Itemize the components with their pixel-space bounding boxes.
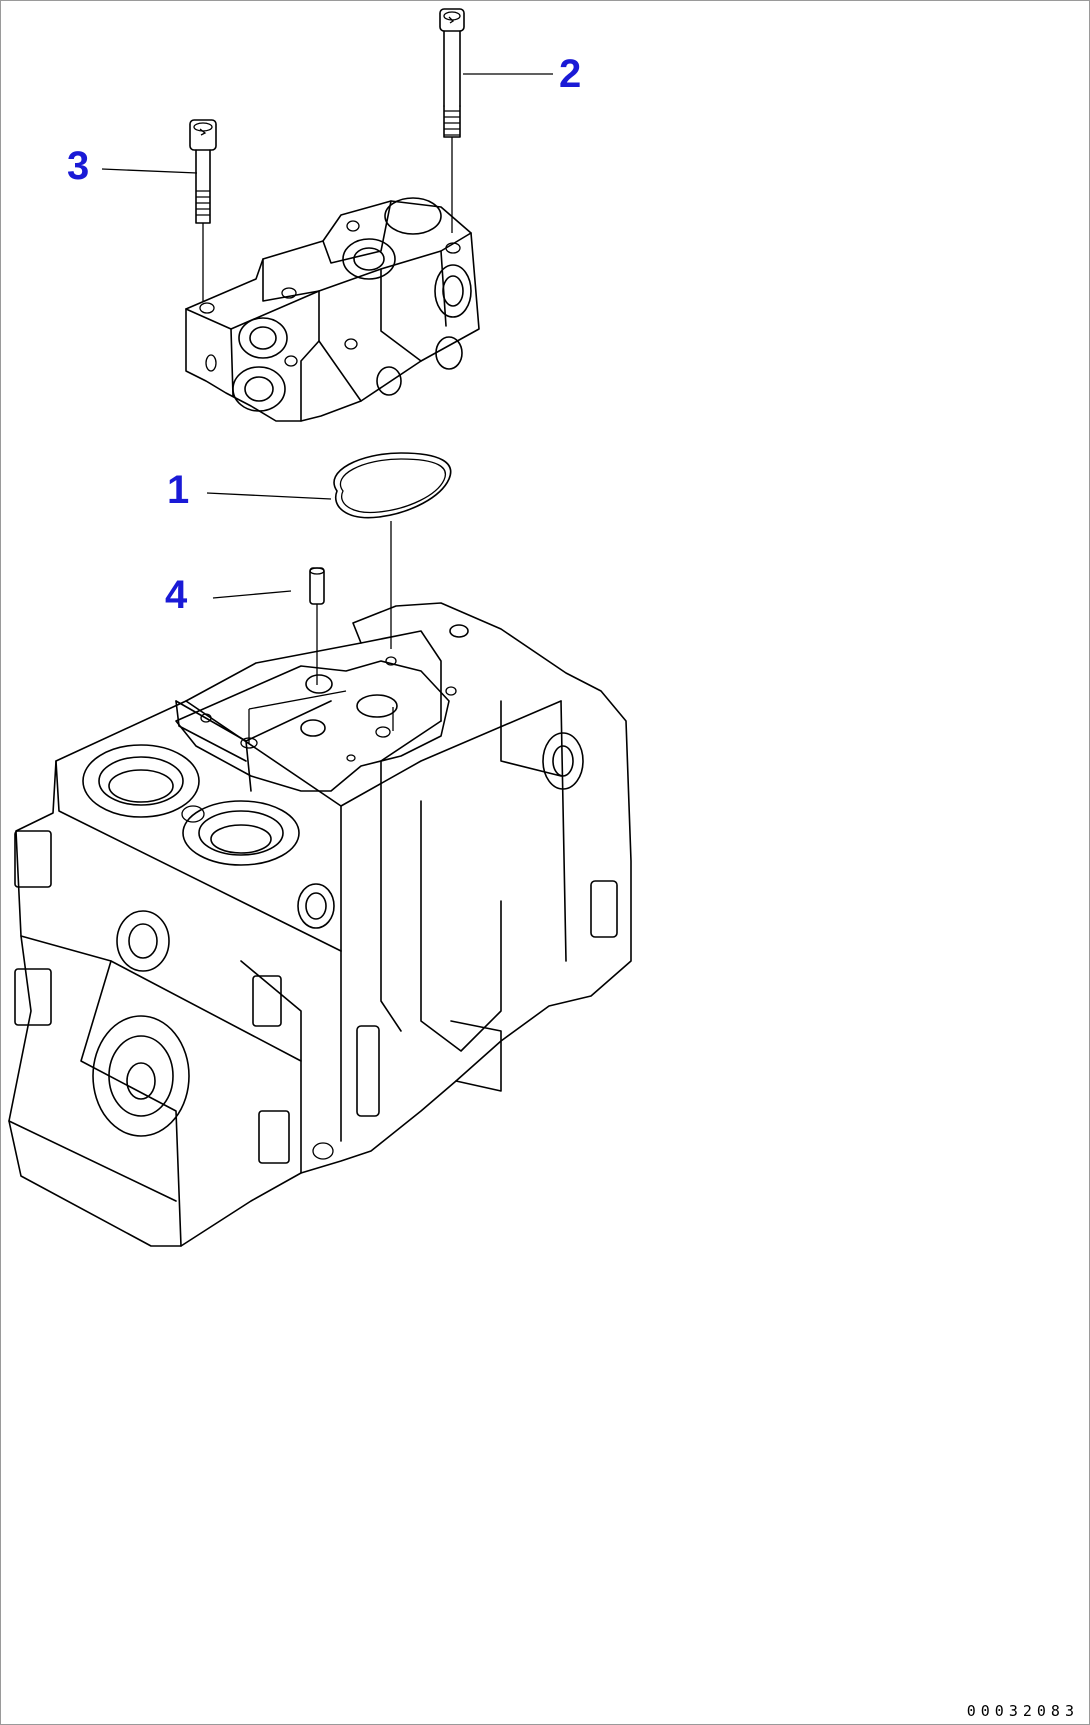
part-4-dowel-pin[interactable]: [309, 567, 325, 605]
part-1-o-ring[interactable]: [333, 452, 452, 519]
leader-lines: [101, 73, 553, 743]
drawing-number: 00032083: [966, 1702, 1079, 1720]
part-2-long-cap-screw[interactable]: [439, 8, 465, 138]
callout-4: 4: [165, 573, 188, 617]
callout-3: 3: [67, 144, 89, 188]
pump-housing[interactable]: [8, 602, 632, 1247]
part-3-short-cap-screw[interactable]: [189, 119, 217, 224]
control-valve-block[interactable]: [185, 197, 480, 422]
callout-2: 2: [559, 52, 581, 96]
callout-1: 1: [167, 468, 189, 512]
